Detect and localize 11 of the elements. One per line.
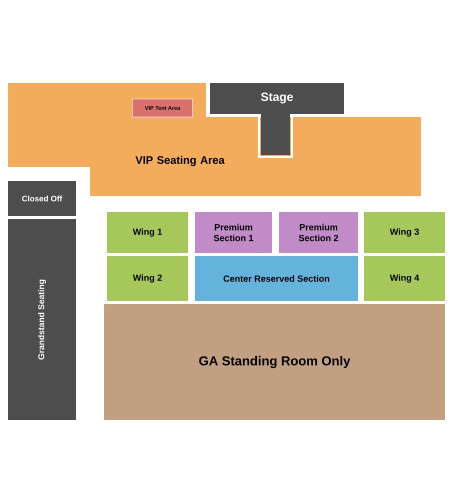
seating-section: Premium Section 2 [279,212,358,253]
standing-area: GA Standing Room Only [104,304,445,420]
closed-section: Closed Off [8,181,76,216]
seating-section: Wing 3 [364,212,445,253]
seating-section: Wing 1 [107,212,188,253]
grandstand-section: Grandstand Seating [8,219,76,420]
seating-section: Premium Section 1 [195,212,272,253]
seating-section: Center Reserved Section [195,256,358,301]
seating-section: Wing 2 [107,256,188,301]
seating-section: Wing 4 [364,256,445,301]
stage: Stage [210,83,344,158]
